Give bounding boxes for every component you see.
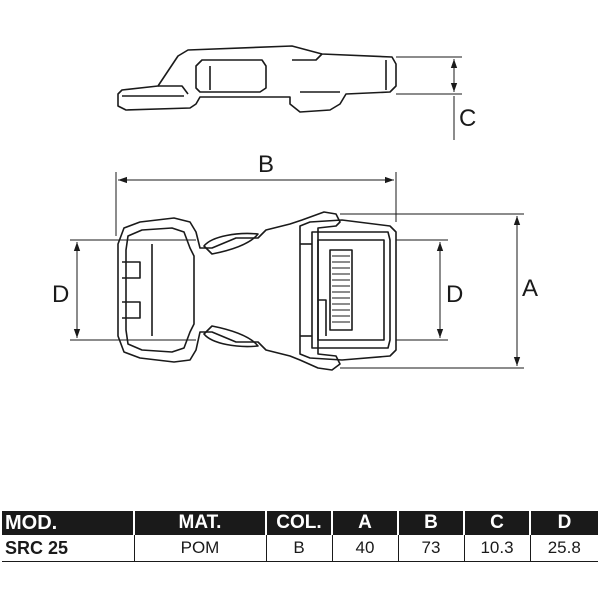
header-model: MOD.	[2, 511, 134, 535]
table-row: SRC 25 POM B 40 73 10.3 25.8	[2, 535, 598, 562]
header-c: C	[463, 511, 530, 535]
spec-table: MOD. MAT. COL. A B C D SRC 25 POM B 40 7…	[2, 511, 598, 562]
header-b: B	[397, 511, 464, 535]
header-material: MAT.	[133, 511, 266, 535]
dim-label-d-left: D	[52, 281, 69, 308]
dim-label-b: B	[258, 151, 274, 178]
spec-table-header-row: MOD. MAT. COL. A B C D	[2, 511, 598, 535]
dim-label-d-right: D	[446, 281, 463, 308]
header-color: COL.	[265, 511, 332, 535]
dimension-lines	[70, 56, 524, 369]
header-a: A	[331, 511, 398, 535]
buckle-side-view	[117, 45, 397, 113]
cell-model: SRC 25	[2, 535, 134, 562]
cell-c: 10.3	[463, 535, 530, 562]
cell-material: POM	[133, 535, 266, 562]
dim-label-a: A	[522, 275, 538, 302]
cell-color: B	[265, 535, 332, 562]
cell-b: 73	[397, 535, 464, 562]
cell-d: 25.8	[529, 535, 598, 562]
cell-a: 40	[331, 535, 398, 562]
dim-label-c: C	[459, 105, 476, 132]
buckle-technical-drawing: B A C D D	[52, 45, 538, 371]
header-d: D	[529, 511, 598, 535]
buckle-top-view	[117, 211, 397, 371]
